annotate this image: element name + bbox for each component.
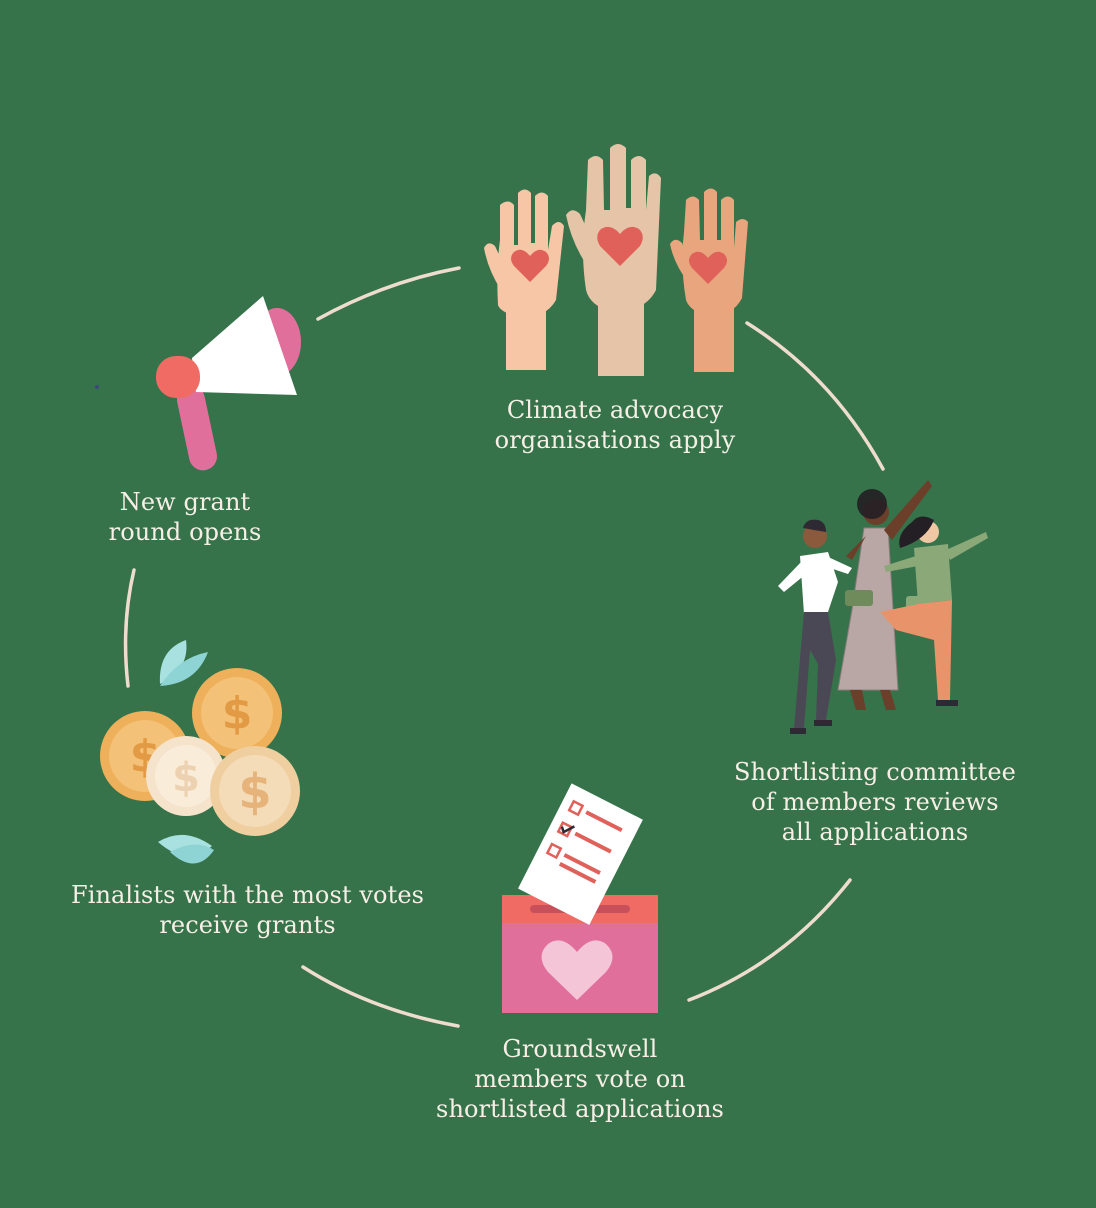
svg-text:$: $	[222, 688, 253, 739]
ballot-box-heart-icon	[502, 783, 658, 1013]
arc-apply-to-shortlist	[745, 321, 885, 471]
step-label-vote: Groundswell members vote on shortlisted …	[436, 1035, 724, 1123]
arc-vote-to-final	[301, 965, 460, 1028]
cycle-arcs	[123, 266, 885, 1028]
arc-final-to-opens	[123, 568, 136, 688]
coins-dollar-icon: $ $ $ $	[100, 640, 300, 864]
celebrating-people-icon	[778, 480, 988, 734]
svg-text:$: $	[172, 755, 200, 801]
step-label-shortlist: Shortlisting committee of members review…	[734, 758, 1016, 846]
step-label-apply: Climate advocacy organisations apply	[494, 396, 736, 454]
arc-opens-to-apply	[316, 266, 461, 321]
step-label-grants: Finalists with the most votes receive gr…	[70, 881, 425, 939]
arc-shortlist-to-vote	[687, 878, 852, 1002]
raised-hands-heart-icon	[484, 144, 748, 376]
step-label-round-opens: New grant round opens	[108, 488, 262, 546]
svg-text:$: $	[238, 764, 271, 820]
megaphone-icon	[95, 296, 301, 471]
